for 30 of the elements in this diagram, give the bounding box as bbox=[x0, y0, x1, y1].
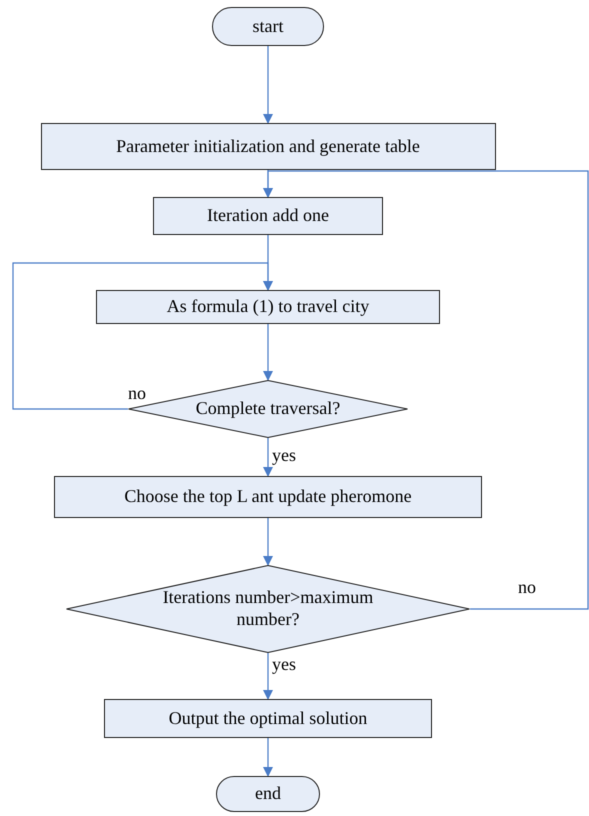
node-text: Output the optimal solution bbox=[168, 708, 368, 730]
node-text: As formula (1) to travel city bbox=[166, 296, 370, 318]
process-box bbox=[54, 476, 482, 518]
arrow bbox=[263, 438, 273, 477]
arrow bbox=[12, 262, 273, 410]
node-text: Iterations number>maximum number? bbox=[162, 587, 374, 631]
arrow bbox=[263, 170, 589, 610]
process-box bbox=[96, 290, 440, 324]
node-text: Complete traversal? bbox=[196, 398, 340, 420]
arrow bbox=[263, 46, 273, 124]
edge-label: yes bbox=[272, 655, 296, 673]
node-text: Parameter initialization and generate table bbox=[116, 136, 420, 158]
process-box bbox=[153, 197, 383, 235]
edge-label: yes bbox=[272, 446, 296, 464]
node-text: end bbox=[255, 783, 281, 805]
arrow bbox=[263, 324, 273, 381]
terminal-box bbox=[212, 7, 324, 46]
arrow bbox=[263, 738, 273, 777]
process-box bbox=[40, 123, 496, 170]
arrow bbox=[263, 653, 273, 700]
process-box bbox=[104, 699, 432, 738]
decision-diamond bbox=[66, 565, 470, 653]
edge-label: no bbox=[518, 578, 536, 596]
arrow bbox=[263, 518, 273, 566]
node-text: Choose the top L ant update pheromone bbox=[124, 486, 412, 508]
edge-label: no bbox=[128, 384, 146, 402]
decision-diamond bbox=[128, 380, 408, 438]
node-text: start bbox=[252, 16, 284, 38]
terminal-box bbox=[216, 776, 320, 812]
node-text: Iteration add one bbox=[207, 205, 329, 227]
